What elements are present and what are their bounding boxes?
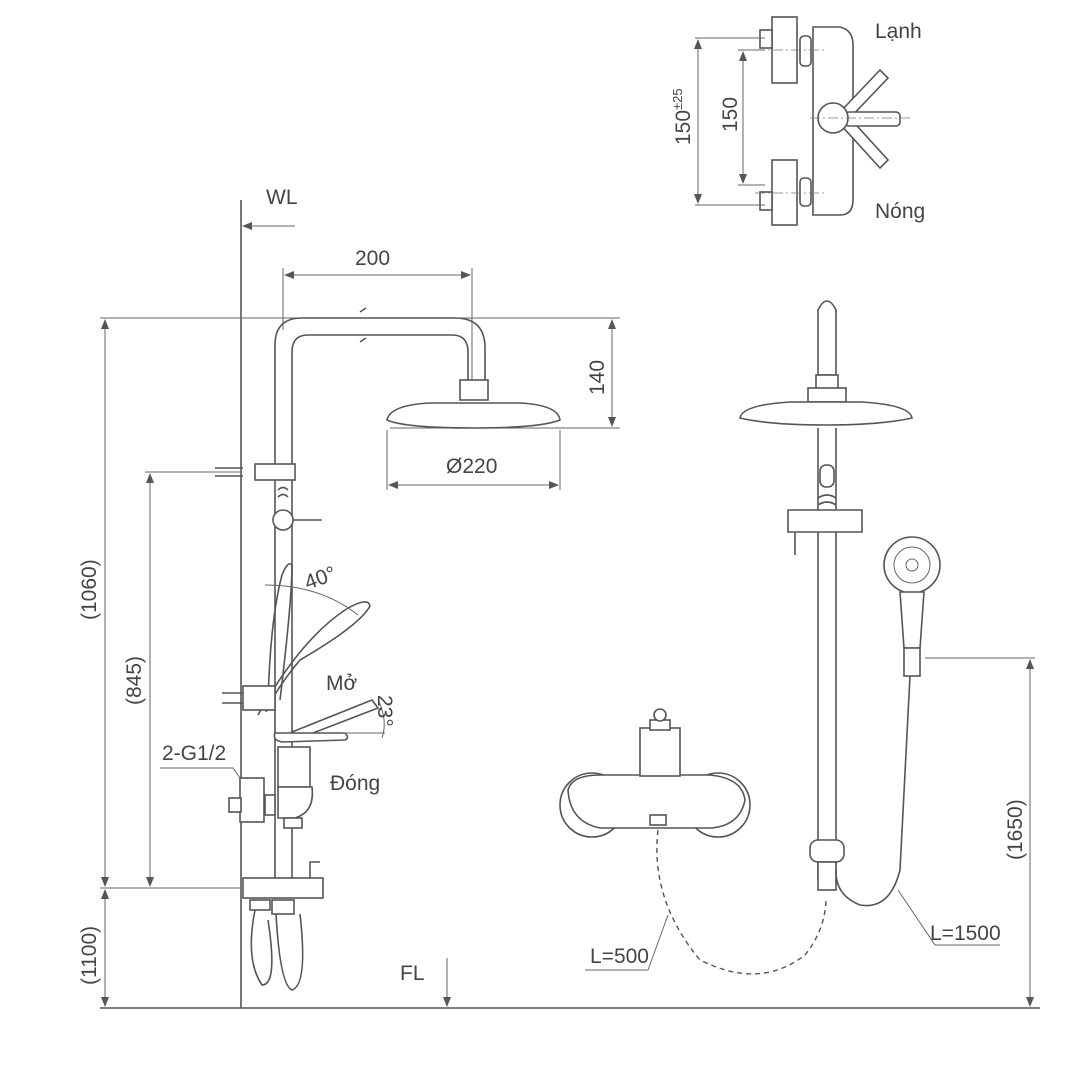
dim-150-tolerance: 150±25 — [670, 88, 695, 145]
fl-label: FL — [400, 962, 425, 985]
inlet-label: 2-G1/2 — [162, 742, 226, 765]
rail-cap — [817, 300, 837, 376]
bottom-outlet — [242, 877, 324, 899]
mixer-top-view: 150±25 150 Lạnh Nóng — [670, 16, 925, 226]
inlet-block-bottom — [771, 159, 798, 226]
dim-1060: (1060) — [78, 559, 101, 620]
slide-holder — [254, 463, 296, 481]
handshower-handle — [899, 591, 925, 649]
dim-1100: (1100) — [78, 926, 101, 985]
rail-holder — [787, 509, 863, 533]
shower-head-side — [386, 402, 561, 429]
wl-label: WL — [266, 186, 298, 209]
angle-23: 23° — [373, 695, 396, 727]
wall-plate — [239, 777, 265, 823]
head-mount — [459, 379, 489, 401]
hose-short-label: L=500 — [590, 945, 649, 968]
closed-label: Đóng — [330, 772, 380, 795]
mixer-lever-front — [639, 727, 681, 777]
riser-outer — [274, 317, 486, 880]
front-elevation: L=1500 (1650) L=500 — [559, 300, 1035, 1007]
handshower-tilted — [257, 601, 371, 716]
dim-150-value: 150 — [672, 110, 695, 145]
dim-845: (845) — [123, 656, 146, 705]
shower-head-front — [739, 401, 913, 426]
mixer-body — [277, 746, 311, 788]
open-label: Mở — [326, 672, 357, 695]
mixer-body-front — [567, 774, 746, 829]
dim-150: 150 — [719, 97, 742, 132]
hose-long-label: L=1500 — [930, 922, 1001, 945]
riser-inner — [291, 334, 469, 880]
handle-neutral — [844, 111, 901, 127]
lever-closed — [273, 732, 349, 743]
hot-label: Nóng — [875, 200, 925, 223]
angle-40: 40° — [301, 562, 339, 594]
dim-220: Ø220 — [446, 455, 497, 478]
dim-200: 200 — [355, 247, 390, 270]
diverter-knob — [272, 509, 294, 531]
cold-label: Lạnh — [875, 20, 922, 43]
hose-short — [656, 829, 827, 975]
handshower-vertical — [267, 562, 293, 706]
handshower-face — [883, 536, 941, 594]
side-elevation: WL FL (1060) (1100) (845) 200 140 Ø220 — [78, 186, 1040, 1009]
hand-holder — [242, 685, 276, 711]
dim-tolerance: ±25 — [670, 88, 685, 110]
dim-140: 140 — [586, 360, 609, 395]
dim-1650: (1650) — [1004, 799, 1027, 860]
